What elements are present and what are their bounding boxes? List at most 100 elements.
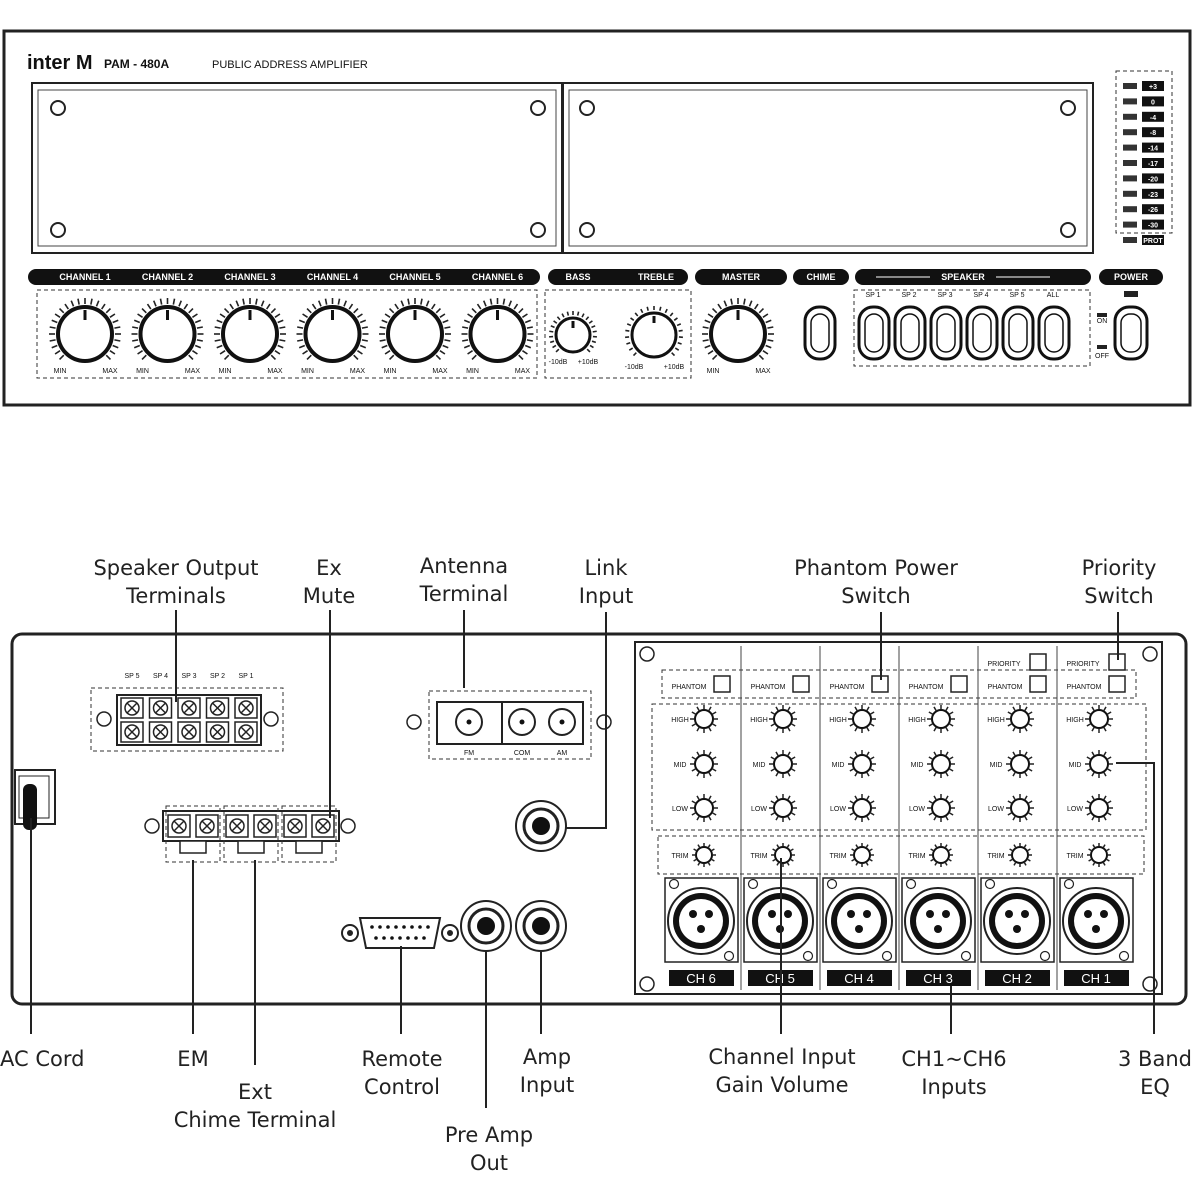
trim-label: TRIM [671, 853, 688, 860]
terminal-screw[interactable] [195, 814, 219, 838]
trim-knob[interactable]: TRIM [829, 843, 874, 867]
terminal-screw[interactable] [148, 697, 173, 719]
phantom-switch[interactable] [1029, 675, 1047, 693]
terminal-screw[interactable] [148, 721, 173, 743]
phantom-switch[interactable] [1108, 675, 1126, 693]
speaker-terminal-label: SP 5 [124, 673, 139, 680]
eq-knob[interactable]: LOW [988, 794, 1034, 822]
eq-label: LOW [830, 806, 846, 813]
terminal-screw[interactable] [177, 721, 201, 743]
eq-knob[interactable]: LOW [751, 794, 797, 822]
link-input-jack[interactable] [515, 800, 567, 852]
antenna-port-label: AM [557, 750, 568, 757]
xlr-input-jack[interactable] [980, 877, 1055, 963]
phantom-switch[interactable] [792, 675, 810, 693]
terminal-screw[interactable] [311, 814, 335, 838]
terminal-screw[interactable] [205, 697, 230, 719]
terminal-screw[interactable] [225, 814, 249, 838]
terminal-screw[interactable] [120, 697, 144, 719]
antenna-port[interactable]: FM [455, 708, 483, 757]
antenna-port[interactable]: AM [548, 708, 576, 757]
eq-knob[interactable]: HIGH [829, 705, 876, 733]
eq-knob[interactable]: HIGH [671, 705, 718, 733]
knob-max-label: +10dB [664, 364, 685, 371]
xlr-input-jack[interactable] [1059, 877, 1134, 963]
phantom-switch[interactable] [950, 675, 968, 693]
eq-knob[interactable]: MID [753, 750, 797, 778]
eq-knob[interactable]: MID [911, 750, 955, 778]
speaker-zone-button[interactable]: ALL [1037, 292, 1071, 361]
meter-led: 0 [1123, 96, 1164, 107]
xlr-input-jack[interactable] [822, 877, 897, 963]
eq-label: HIGH [750, 717, 768, 724]
eq-knob[interactable]: MID [832, 750, 876, 778]
eq-knob[interactable]: LOW [1067, 794, 1113, 822]
speaker-zone-button[interactable]: SP 2 [893, 292, 927, 361]
terminal-screw[interactable] [177, 697, 201, 719]
trim-knob[interactable]: TRIM [908, 843, 953, 867]
eq-knob[interactable]: MID [990, 750, 1034, 778]
eq-knob[interactable]: LOW [909, 794, 955, 822]
knob-max-label: MAX [432, 368, 448, 375]
speaker-zone-button[interactable]: SP 1 [857, 292, 891, 361]
xlr-input-jack[interactable] [901, 877, 976, 963]
xlr-input-jack[interactable] [664, 877, 739, 963]
chime-button[interactable] [803, 305, 837, 361]
model-name: PAM - 480A [104, 57, 169, 71]
terminal-screw[interactable] [234, 721, 258, 743]
phantom-label: PHANTOM [830, 684, 865, 691]
pre-amp-out-jack[interactable] [460, 900, 512, 952]
trim-knob[interactable]: TRIM [750, 843, 795, 867]
eq-knob[interactable]: MID [674, 750, 718, 778]
volume-knob[interactable]: -10dB +10dB [625, 306, 685, 371]
terminal-screw[interactable] [253, 814, 277, 838]
terminal-screw[interactable] [120, 721, 144, 743]
eq-knob[interactable]: LOW [672, 794, 718, 822]
trim-label: TRIM [750, 853, 767, 860]
eq-knob[interactable]: MID [1069, 750, 1113, 778]
speaker-zone-button[interactable]: SP 5 [1001, 292, 1035, 361]
amp-input-jack[interactable] [515, 900, 567, 952]
antenna-port-label: FM [464, 750, 474, 757]
meter-led: -8 [1123, 127, 1164, 138]
eq-label: MID [911, 762, 924, 769]
front-panel: inter M PAM - 480A PUBLIC ADDRESS AMPLIF… [2, 29, 1192, 407]
trim-knob[interactable]: TRIM [671, 843, 716, 867]
remote-control-connector[interactable] [341, 917, 459, 949]
power-button[interactable] [1113, 305, 1149, 361]
trim-knob[interactable]: TRIM [987, 843, 1032, 867]
eq-knob[interactable]: LOW [830, 794, 876, 822]
speaker-zone-button[interactable]: SP 3 [929, 292, 963, 361]
terminal-screw[interactable] [283, 814, 307, 838]
volume-knob[interactable]: -10dB+10dB [549, 311, 599, 366]
terminal-screw[interactable] [205, 721, 230, 743]
eq-knob[interactable]: HIGH [750, 705, 797, 733]
trim-knob[interactable]: TRIM [1066, 843, 1111, 867]
eq-knob[interactable]: HIGH [908, 705, 955, 733]
speaker-zone-button[interactable]: SP 4 [965, 292, 999, 361]
terminal-screw[interactable] [167, 814, 191, 838]
knob-min-label: -10dB [625, 364, 644, 371]
antenna-port[interactable]: COM [508, 708, 536, 757]
speaker-terminal-label: SP 1 [238, 673, 253, 680]
channel-label: CHANNEL 2 [142, 272, 193, 282]
callout-em: EM [177, 1047, 208, 1071]
channel-label: CHANNEL 3 [224, 272, 275, 282]
eq-knob[interactable]: HIGH [987, 705, 1034, 733]
eq-knob[interactable]: HIGH [1066, 705, 1113, 733]
priority-switch[interactable] [1029, 653, 1047, 671]
master-label: MASTER [722, 272, 761, 282]
terminal-screw[interactable] [234, 697, 258, 719]
channel-input-label: CH 1 [1081, 971, 1111, 986]
speaker-zone-label: SP 2 [901, 292, 916, 299]
phantom-switch[interactable] [713, 675, 731, 693]
